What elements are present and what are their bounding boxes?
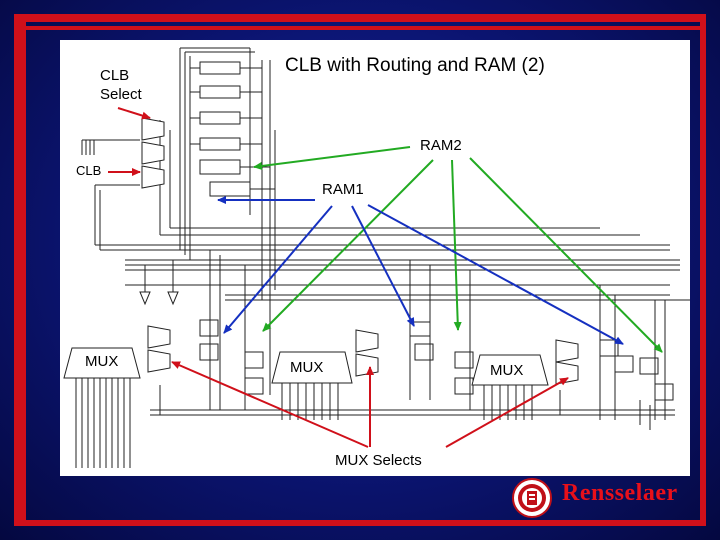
arrow-ram2-left — [262, 159, 434, 332]
label-clb-select: CLB Select — [100, 66, 142, 104]
arrow-ram2-middle — [451, 159, 462, 331]
arrow-clb-select — [117, 107, 151, 120]
mux-right-shape — [471, 354, 549, 386]
label-mux-left: MUX — [85, 353, 119, 370]
frame-bar-top-inner — [14, 26, 706, 30]
diagram-panel — [60, 40, 690, 476]
blue-arrows — [217, 196, 624, 345]
routing-wires — [81, 47, 690, 430]
arrow-ram1-middle — [351, 205, 415, 327]
label-ram1: RAM1 — [322, 181, 364, 198]
label-clb: CLB — [76, 163, 102, 178]
red-arrows — [108, 107, 569, 448]
label-mux-selects: MUX Selects — [335, 452, 422, 469]
mux-input-lines — [75, 378, 533, 468]
mux-left-shape — [63, 347, 141, 379]
label-clb-select-line2: Select — [100, 86, 142, 103]
mux-shapes — [63, 347, 549, 386]
frame-bar-bottom — [14, 520, 706, 526]
label-mux-middle: MUX — [290, 359, 324, 376]
arrow-ram2-top — [253, 146, 411, 170]
label-ram2: RAM2 — [420, 137, 462, 154]
frame-bar-left — [14, 14, 26, 526]
slide-title: CLB with Routing and RAM (2) — [285, 55, 545, 76]
arrow-ram2-right — [469, 157, 663, 353]
arrow-mux-select-left — [171, 361, 369, 448]
mux-middle-shape — [271, 351, 353, 384]
green-arrows — [253, 146, 663, 353]
frame-bar-top — [14, 14, 706, 22]
brand-name: Rensselaer — [562, 480, 678, 506]
frame-bar-right — [700, 14, 706, 526]
label-mux-right: MUX — [490, 362, 524, 379]
arrow-ram1-left — [223, 205, 333, 334]
arrow-ram1-right — [367, 204, 624, 345]
rensselaer-logo: Rensselaer — [512, 478, 698, 518]
seal-icon — [512, 478, 552, 518]
arrow-mux-select-right — [445, 377, 569, 448]
label-clb-select-line1: CLB — [100, 67, 130, 84]
